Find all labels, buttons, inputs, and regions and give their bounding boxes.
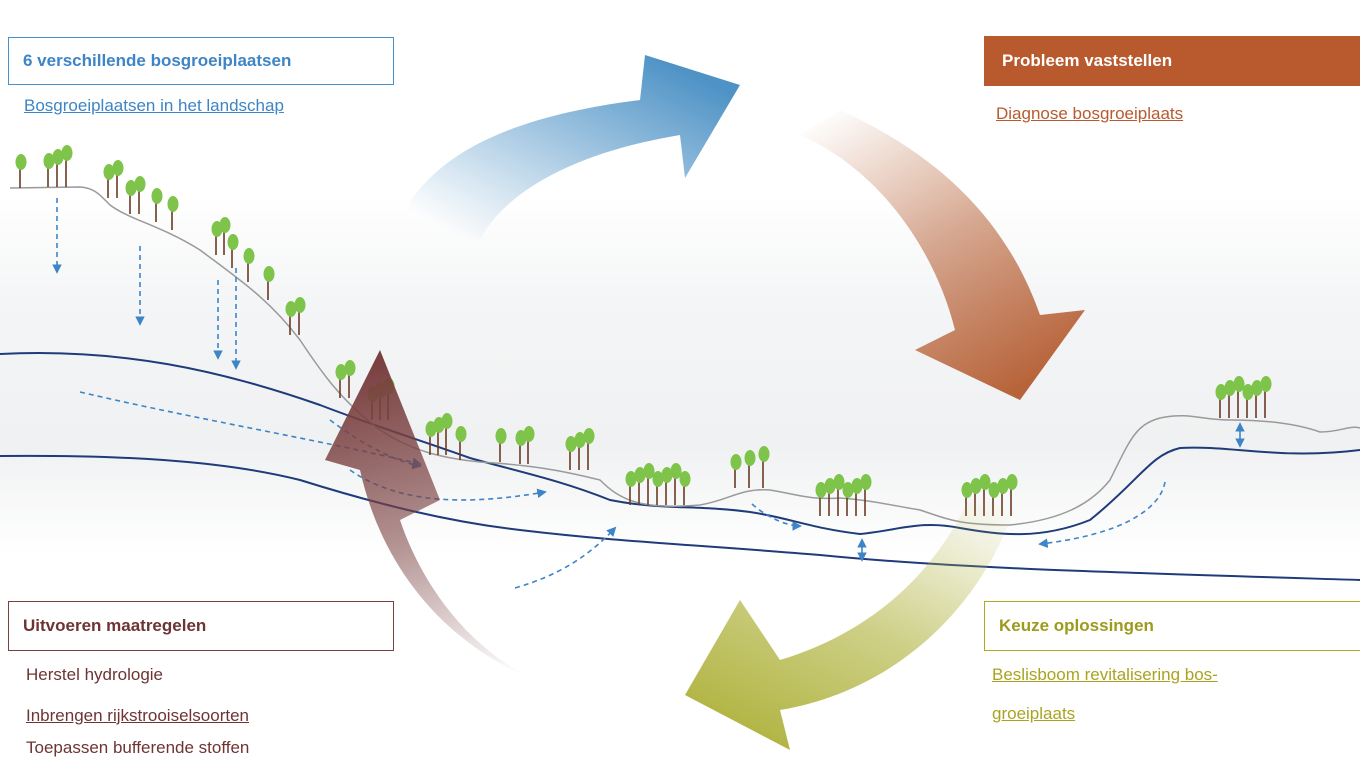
tree-crown [652,471,664,487]
panel-diagnose-title: Probleem vaststellen [984,36,1360,86]
tree-crown [661,467,673,483]
tree-crown [15,154,27,170]
tree-crown [1224,380,1236,396]
tree-crown [1233,376,1245,392]
tree-crown [227,234,239,250]
tree-crown [815,482,827,498]
tree-crown [495,428,507,444]
tree-crown [167,196,179,212]
link-decision-tree-line1[interactable]: Beslisboom revitalisering bos- [992,665,1218,684]
tree-crown [294,297,306,313]
tree-crown [643,463,655,479]
tree-crown [52,149,64,165]
cycle-arrow-orange [800,110,1085,400]
tree-crown [441,413,453,429]
panel-landscape-title: 6 verschillende bosgroeiplaatsen [8,37,394,85]
link-diagnose[interactable]: Diagnose bosgroeiplaats [996,104,1184,123]
tree-crown [625,471,637,487]
measure-item-buffering: Toepassen bufferende stoffen [26,738,250,757]
tree-crown [43,153,55,169]
groundwater-lower [0,454,1360,581]
tree-crown [285,301,297,317]
tree-crown [219,217,231,233]
tree-crown [670,463,682,479]
tree-crown [103,164,115,180]
tree-crown [1260,376,1272,392]
terrain-surface-line [9,186,1360,526]
tree-crown [1251,380,1263,396]
water-exchange-arrows [857,422,1245,562]
tree-crown [860,474,872,490]
link-measure-litter-species[interactable]: Inbrengen rijkstrooiselsoorten [26,706,250,725]
tree-crown [61,145,73,161]
tree-crown [523,426,535,442]
panel-solutions-title: Keuze oplossingen [984,601,1360,651]
tree-crown [574,432,586,448]
tree-crown [730,454,742,470]
cycle-arrow-olive [685,470,1020,750]
tree-crown [961,482,973,498]
tree-crown [1215,384,1227,400]
tree-crown [335,364,347,380]
tree-crown [112,160,124,176]
tree-crown [824,478,836,494]
cycle-arrow-blue [395,55,740,240]
tree-crown [851,478,863,494]
tree-crown [679,471,691,487]
tree-crown [125,180,137,196]
cycle-arrow-red [325,350,560,690]
tree-crown [565,436,577,452]
tree-crown [634,467,646,483]
tree-crown [758,446,770,462]
forest-trees [15,145,1272,516]
tree-crown [134,176,146,192]
tree-crown [263,266,275,282]
groundwater-upper [0,352,1360,536]
tree-crown [151,188,163,204]
link-decision-tree-line2[interactable]: groeiplaats [992,704,1076,723]
tree-crown [243,248,255,264]
tree-crown [344,360,356,376]
link-landscape[interactable]: Bosgroeiplaatsen in het landschap [24,96,284,115]
tree-crown [583,428,595,444]
tree-crown [455,426,467,442]
tree-crown [1242,384,1254,400]
measure-item-hydrology: Herstel hydrologie [26,665,164,684]
tree-crown [842,482,854,498]
panel-measures-title: Uitvoeren maatregelen [8,601,394,651]
tree-crown [833,474,845,490]
landscape-background [0,195,1360,555]
tree-crown [744,450,756,466]
